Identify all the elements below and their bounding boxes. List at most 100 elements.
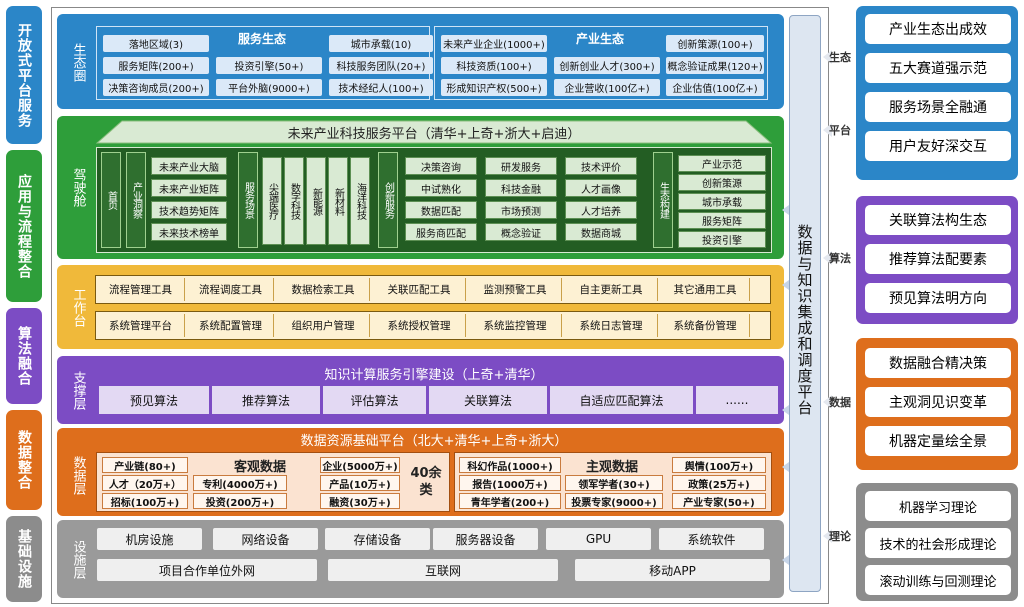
innov-item: 人才画像: [565, 179, 637, 197]
subjective-item: 产业专家(50+): [672, 493, 766, 509]
theory-item: 滚动训练与回测理论: [865, 565, 1011, 595]
industry-eco-item: 形成知识产权(500+): [441, 79, 547, 96]
eco-outcome-item: 服务场景全融通: [865, 92, 1011, 122]
workbench-system: 系统授权管理: [373, 314, 466, 337]
subjective-item: 领军学者(30+): [565, 475, 663, 491]
left-arrow-icon: [782, 280, 789, 290]
industry-eco-box: [434, 26, 768, 100]
subjective-item: 政策(25万+): [672, 475, 766, 491]
scene-item: 海洋科技: [350, 157, 370, 245]
subjective-title: 主观数据: [585, 459, 638, 475]
workbench-system: 系统配置管理: [188, 314, 274, 337]
theory-item: 机器学习理论: [865, 491, 1011, 521]
data-outcome-item: 机器定量绘全景: [865, 426, 1011, 456]
left-arrow-icon: [782, 205, 789, 215]
industry-eco-item: 科技资质(100+): [441, 57, 547, 74]
workbench-tool: 流程管理工具: [97, 278, 185, 301]
innov-item: 数据商城: [565, 223, 637, 241]
left-arrow-icon: [823, 395, 832, 409]
eco-outcome-item: 产业生态出成效: [865, 14, 1011, 44]
algorithm-item: 评估算法: [323, 386, 426, 414]
industry-eco-item: 概念验证成果(120+): [666, 57, 764, 74]
innov-item: 中试熟化: [405, 179, 477, 197]
subjective-item: 青年学者(200+): [459, 493, 561, 509]
left-arrow-icon: [823, 50, 832, 64]
scene-item: 尖端医疗: [262, 157, 282, 245]
subjective-item: 报告(1000万+): [459, 475, 561, 491]
left-label-infrastructure: 基础设施: [6, 516, 42, 602]
left-arrow-icon: [782, 555, 789, 565]
insight-item: 未来产业大脑: [151, 157, 227, 175]
workbench-system: 系统监控管理: [469, 314, 562, 337]
flow-label: 数据: [829, 396, 851, 409]
industry-eco-item: 企业估值(100亿+): [666, 79, 764, 96]
industry-eco-item: 创新创业人才(300+): [554, 57, 660, 74]
infra-device: 机房设施: [97, 528, 202, 550]
objective-title: 客观数据: [233, 459, 286, 475]
left-arrow-icon: [823, 251, 832, 265]
algorithm-item: 推荐算法: [212, 386, 320, 414]
subjective-item: 投票专家(9000+): [565, 493, 663, 509]
subjective-item: 舆情(100万+): [672, 457, 766, 473]
data-category-count: 40余类: [410, 466, 442, 498]
center-platform-bar: [789, 15, 821, 592]
cockpit-home: 首页: [101, 152, 121, 248]
eco-build-item: 城市承载: [678, 193, 766, 210]
workbench-tool: 监测预警工具: [469, 278, 562, 301]
objective-item: 招标(100万+): [102, 493, 188, 509]
infra-network: 项目合作单位外网: [97, 559, 317, 581]
workbench-tool: 其它通用工具: [661, 278, 750, 301]
flow-label: 算法: [829, 252, 851, 265]
cockpit-innov: 创新服务: [378, 152, 398, 248]
eco-build-item: 产业示范: [678, 155, 766, 172]
workbench-tool: 流程调度工具: [188, 278, 274, 301]
cockpit-label: 驾驶舱: [70, 167, 86, 207]
service-eco-item: 投资引擎(50+): [216, 57, 322, 74]
scene-item: 新材料: [328, 157, 348, 245]
workbench-tool: 关联匹配工具: [373, 278, 466, 301]
algorithm-item: 关联算法: [429, 386, 547, 414]
service-eco-item: 城市承载(10): [329, 35, 433, 52]
infra-device: 系统软件: [659, 528, 764, 550]
left-label-open-platform: 开放式平台服务: [6, 6, 42, 144]
infra-network: 互联网: [328, 559, 558, 581]
innov-item: 数据匹配: [405, 201, 477, 219]
infra-device: 网络设备: [213, 528, 318, 550]
infra-label: 设施层: [70, 539, 86, 579]
workbench-system: 系统日志管理: [565, 314, 658, 337]
left-label-data-integration: 数据整合: [6, 410, 42, 510]
center-platform-title: 数据与知识集成和调度平台: [795, 224, 814, 416]
subjective-item: 科幻作品(1000+): [459, 457, 561, 473]
service-eco-item: 平台外脑(9000+): [216, 79, 322, 96]
theory-item: 技术的社会形成理论: [865, 528, 1011, 558]
innov-item: 人才培养: [565, 201, 637, 219]
insight-item: 未来产业矩阵: [151, 179, 227, 197]
left-arrow-icon: [782, 405, 789, 415]
flow-label: 平台: [829, 124, 851, 137]
data-outcome-item: 主观洞见识变革: [865, 387, 1011, 417]
innov-item: 决策咨询: [405, 157, 477, 175]
infra-network: 移动APP: [575, 559, 770, 581]
algorithm-item: 预见算法: [99, 386, 209, 414]
cockpit-scene: 服务场景: [238, 152, 258, 248]
workbench-tool: 自主更新工具: [565, 278, 658, 301]
eco-build-item: 投资引擎: [678, 231, 766, 248]
industry-eco-title: 产业生态: [575, 31, 624, 46]
insight-item: 未来技术榜单: [151, 223, 227, 241]
left-label-app-integration: 应用与流程整合: [6, 150, 42, 302]
left-arrow-icon: [823, 529, 832, 543]
innov-item: 概念验证: [485, 223, 557, 241]
data-label: 数据层: [70, 455, 86, 495]
service-eco-item: 落地区域(3): [103, 35, 209, 52]
eco-build-item: 服务矩阵: [678, 212, 766, 229]
cockpit-eco-build: 生态构建: [653, 152, 673, 248]
main-frame: [51, 7, 829, 604]
infra-device: 存储设备: [325, 528, 430, 550]
innov-item: 技术评价: [565, 157, 637, 175]
insight-item: 技术趋势矩阵: [151, 201, 227, 219]
flow-label: 生态: [829, 51, 851, 64]
workbench-system: 系统备份管理: [661, 314, 750, 337]
workbench-tool: 数据检索工具: [277, 278, 370, 301]
cockpit-banner-title: 未来产业科技服务平台（清华+上奇+浙大+启迪）: [287, 126, 581, 142]
objective-item: 人才（20万+）: [102, 475, 188, 491]
